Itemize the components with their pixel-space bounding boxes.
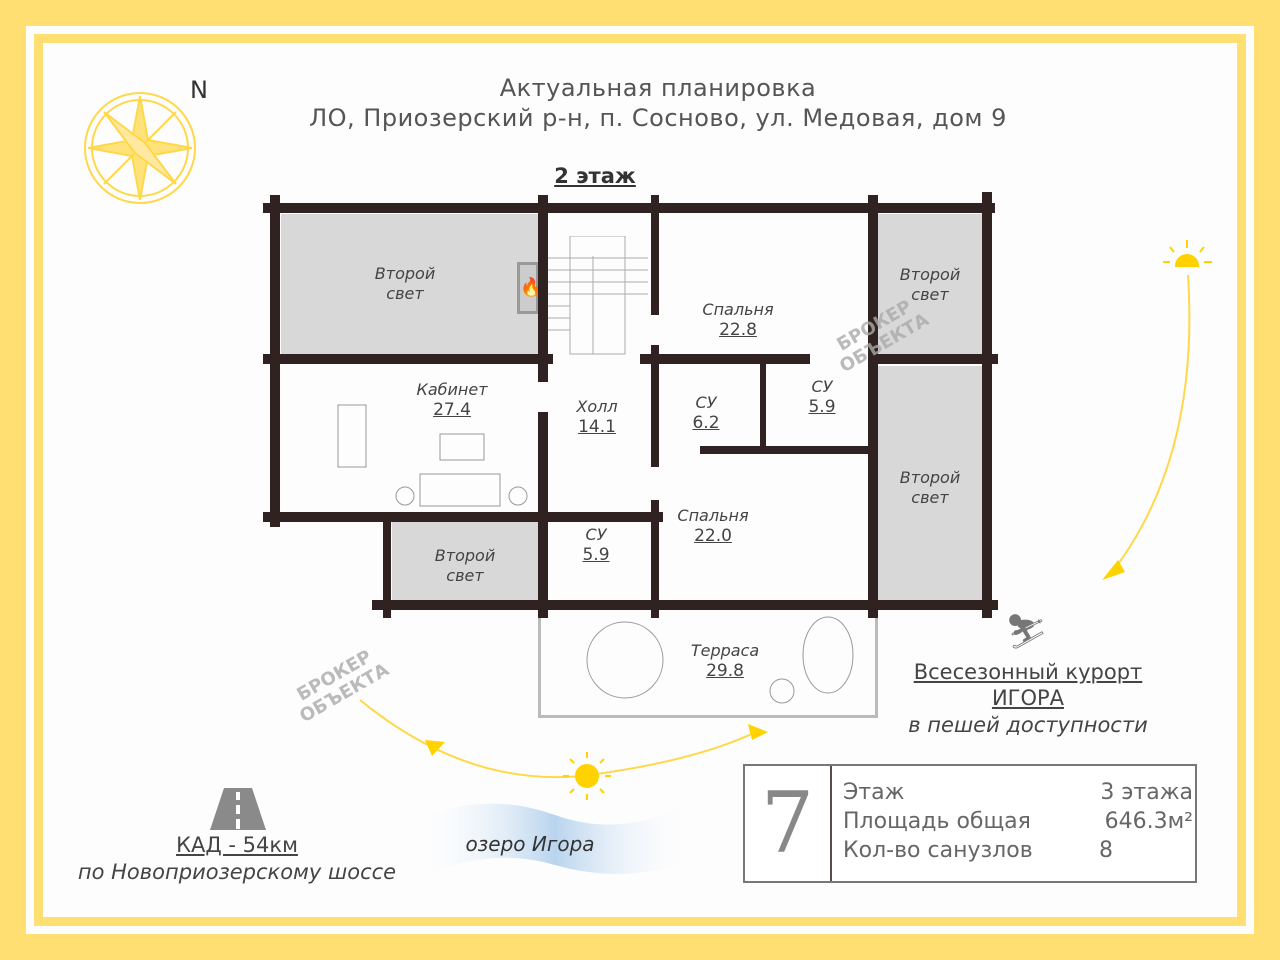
room-second-light-4 [392,522,538,600]
lake-label: озеро Игора [465,832,595,856]
room-second-light-2 [878,214,982,354]
wall [868,354,998,364]
wall [868,195,878,618]
lake-wave [415,800,695,880]
info-number: 7 [745,766,832,881]
wall [760,362,766,446]
road-icon [210,788,266,830]
sunrise-icon [1163,240,1212,267]
resort-walk: в пешей доступности [908,713,1148,737]
wall [538,195,548,382]
wall [640,354,810,364]
wall [263,203,995,213]
sun-icon [563,752,611,800]
road-name: по Новоприозерскому шоссе [77,860,397,884]
resort-name-2: ИГОРА [991,686,1065,710]
skier-icon: ⛷ [1005,612,1049,652]
wall [651,500,659,618]
room-second-light-3 [878,366,982,600]
office-furniture [337,404,528,507]
title-address: ЛО, Приозерский р-н, п. Сосново, ул. Мед… [309,104,1007,132]
title-line1: Актуальная планировка [499,74,817,102]
resort-name: Всесезонный курорт [913,660,1143,684]
floor-label: 2 этаж [554,164,636,188]
wall [538,412,548,618]
fireplace-icon: 🔥 [517,262,542,314]
wall [372,600,998,610]
compass-rose-icon [84,92,196,204]
wall [651,195,659,315]
terrace-outline [538,608,878,718]
staircase [548,236,648,355]
wall [383,512,391,618]
wall [270,195,280,527]
road-distance: КАД - 54км [176,833,298,857]
wall [651,345,659,467]
wall [263,512,663,522]
wall [700,446,878,454]
room-second-light-1 [281,214,538,354]
wall [263,354,553,364]
wall [982,192,992,618]
terrace-furniture [586,616,854,704]
north-label: N [190,76,208,104]
